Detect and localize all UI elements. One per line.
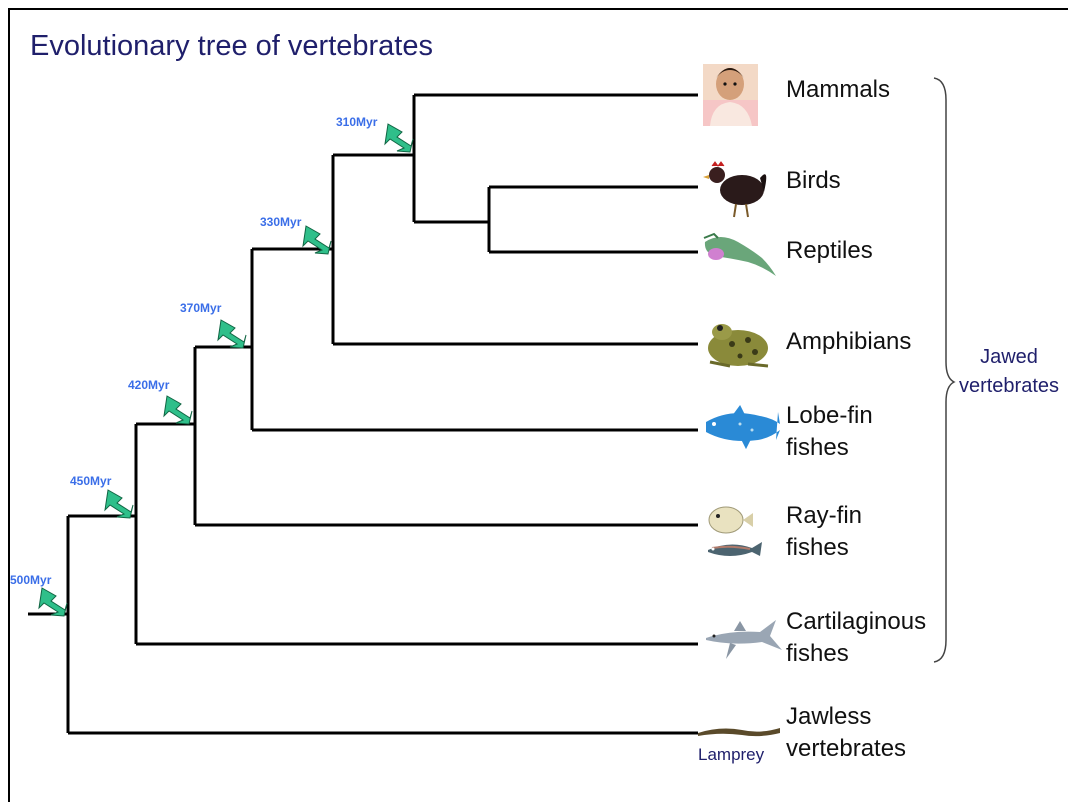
green-arrow-icon (105, 490, 133, 518)
fish-icon (708, 542, 762, 556)
taxon-label-line: fishes (786, 638, 926, 670)
taxon-label-line: Ray-fin (786, 500, 862, 532)
lizard-icon (704, 234, 776, 276)
taxon-label-line: Cartilaginous (786, 606, 926, 638)
taxon-label-line: Lobe-fin (786, 400, 873, 432)
divergence-label-370: 370Myr (180, 301, 221, 315)
green-arrow-icon (164, 396, 192, 424)
lamprey-label: Lamprey (698, 745, 764, 765)
taxon-label-lobefin: Lobe-fin fishes (786, 400, 873, 464)
taxon-label-line: fishes (786, 532, 862, 564)
jawed-brace (934, 78, 954, 662)
group-label-line: vertebrates (952, 372, 1066, 401)
green-arrow-icon (385, 124, 413, 152)
group-label-line: Jawed (952, 343, 1066, 372)
taxon-label-line: fishes (786, 432, 873, 464)
taxon-label-cartilaginous: Cartilaginous fishes (786, 606, 926, 670)
coelacanth-icon (706, 406, 780, 448)
pufferfish-icon (704, 504, 756, 538)
divergence-label-500: 500Myr (10, 573, 51, 587)
taxon-label-line: vertebrates (786, 733, 906, 765)
divergence-label-420: 420Myr (128, 378, 169, 392)
lamprey-icon (698, 728, 780, 736)
taxon-label-line: Jawless (786, 701, 906, 733)
divergence-label-330: 330Myr (260, 215, 301, 229)
divergence-label-450: 450Myr (70, 474, 111, 488)
tree-branches (28, 95, 698, 733)
taxon-label-mammals: Mammals (786, 74, 890, 106)
jawed-vertebrates-label: Jawed vertebrates (952, 343, 1066, 401)
taxon-label-birds: Birds (786, 165, 841, 197)
divergence-label-310: 310Myr (336, 115, 377, 129)
taxon-label-rayfin: Ray-fin fishes (786, 500, 862, 564)
green-arrow-icon (218, 320, 246, 348)
taxon-label-jawless: Jawless vertebrates (786, 701, 906, 765)
baby-photo-icon (703, 64, 758, 126)
taxon-label-reptiles: Reptiles (786, 235, 873, 267)
frog-icon (708, 324, 768, 366)
chicken-icon (703, 162, 766, 217)
taxon-label-amphibians: Amphibians (786, 326, 911, 358)
green-arrow-icon (39, 588, 67, 616)
shark-icon (706, 620, 782, 659)
